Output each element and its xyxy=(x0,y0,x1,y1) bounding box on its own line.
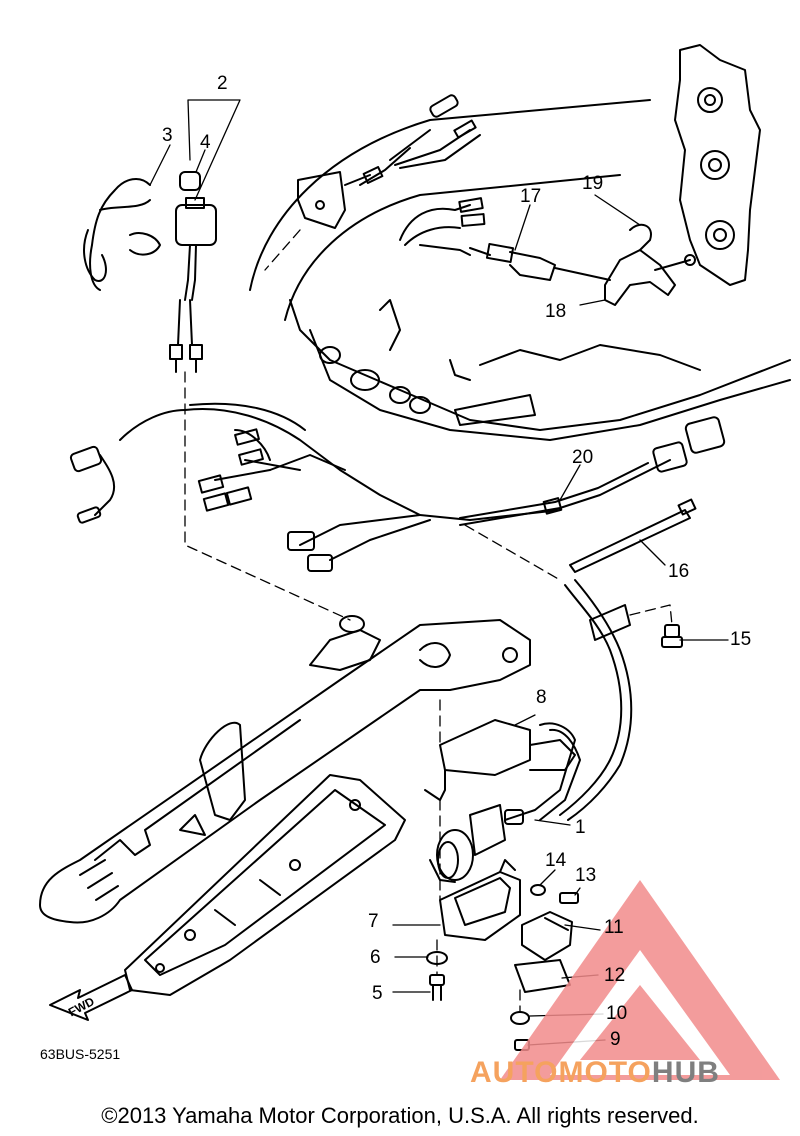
wiring-harness xyxy=(69,402,561,572)
watermark-text-left: AUTOMOTO xyxy=(470,1056,652,1089)
cable-tie xyxy=(569,498,697,573)
callout-5: 5 xyxy=(372,983,383,1004)
callout-10: 10 xyxy=(606,1003,628,1024)
clamp xyxy=(559,579,683,821)
callout-12: 12 xyxy=(604,965,626,986)
callout-17: 17 xyxy=(520,186,542,207)
watermark-logo xyxy=(500,880,780,1080)
connector-block xyxy=(297,94,481,229)
callout-2: 2 xyxy=(217,73,228,94)
cylinder-block xyxy=(674,44,761,286)
callout-15: 15 xyxy=(730,629,752,650)
callout-13: 13 xyxy=(575,865,597,886)
bracket xyxy=(604,223,691,306)
callout-4: 4 xyxy=(200,132,211,153)
main-switch xyxy=(424,719,581,883)
watermark-text-right: HUB xyxy=(651,1056,720,1089)
watermark-text: AUTOMOTOHUB xyxy=(470,1056,720,1090)
diagram-code: 63BUS-5251 xyxy=(40,1046,121,1062)
thermo-switch xyxy=(399,197,611,281)
callout-20: 20 xyxy=(572,447,594,468)
tiller-handle xyxy=(39,615,531,924)
callout-8: 8 xyxy=(536,687,547,708)
callout-19: 19 xyxy=(582,173,604,194)
stop-switch xyxy=(169,171,217,373)
callout-14: 14 xyxy=(545,850,567,871)
copyright-notice: ©2013 Yamaha Motor Corporation, U.S.A. A… xyxy=(101,1103,699,1128)
engine-cowling xyxy=(249,99,791,441)
callout-16: 16 xyxy=(668,561,690,582)
fwd-arrow-icon xyxy=(49,974,133,1021)
callout-9: 9 xyxy=(610,1029,621,1050)
callout-3: 3 xyxy=(162,125,173,146)
callout-11: 11 xyxy=(604,917,624,938)
callout-7: 7 xyxy=(368,911,379,932)
callout-1: 1 xyxy=(575,817,586,838)
callout-6: 6 xyxy=(370,947,381,968)
lower-cover xyxy=(124,774,406,996)
cable-assembly xyxy=(459,416,726,526)
callout-18: 18 xyxy=(545,301,567,322)
lanyard xyxy=(83,178,161,291)
